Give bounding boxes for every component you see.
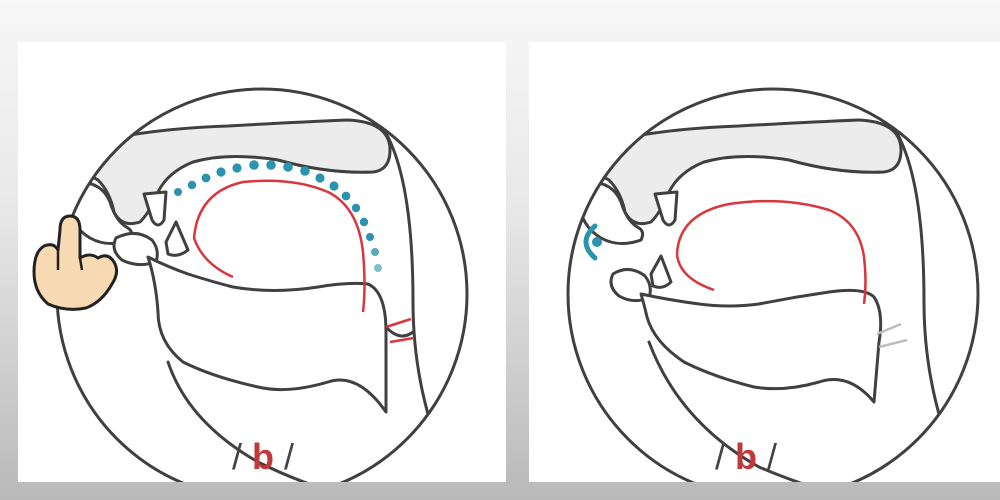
sound-wave-icon <box>583 223 602 261</box>
tongue-red-outline <box>192 179 366 313</box>
vocal-fold-gray <box>876 322 908 349</box>
diagram-panel-right: /b/ <box>529 42 1000 482</box>
phoneme-close-slash: / <box>767 436 780 477</box>
upper-tooth <box>653 190 679 227</box>
mouth-cross-section-left <box>32 87 469 482</box>
lower-jaw-tongue <box>146 255 388 414</box>
phoneme-label-left: /b/ <box>232 436 296 478</box>
lower-tooth <box>164 220 190 257</box>
phoneme-close-slash: / <box>284 436 297 477</box>
upper-tooth <box>142 190 168 227</box>
lower-tooth <box>649 254 673 289</box>
diagram-panel-left: /b/ <box>18 42 506 482</box>
chin-line <box>647 340 891 482</box>
vocal-fold-red <box>385 317 415 344</box>
throat-back-line <box>271 89 460 482</box>
chin-line <box>166 360 380 482</box>
phoneme-letter: b <box>252 436 277 477</box>
epiglottis-line <box>384 325 415 338</box>
throat-back-line <box>782 89 971 482</box>
mouth-cross-section-right <box>566 87 980 482</box>
head-circle-outline <box>566 87 980 482</box>
airflow-dots-icon <box>174 160 382 272</box>
phoneme-letter: b <box>735 436 760 477</box>
phoneme-open-slash: / <box>715 436 728 477</box>
tongue-red-outline <box>675 199 867 305</box>
lower-jaw-tongue <box>639 288 883 404</box>
hand-pointing-icon <box>32 214 119 311</box>
phoneme-label-right: /b/ <box>715 436 779 478</box>
phoneme-open-slash: / <box>232 436 245 477</box>
